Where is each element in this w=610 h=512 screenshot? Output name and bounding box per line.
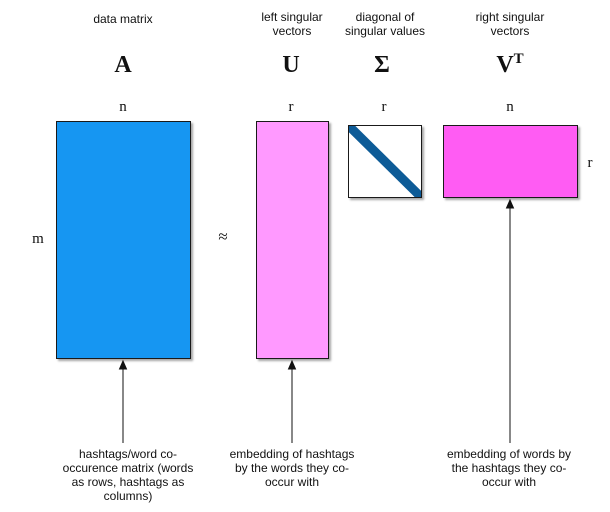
caption-A: hashtags/word co-occurence matrix (words… [62, 447, 194, 503]
symbol-V-transpose: VT [480, 52, 540, 79]
matrix-A [56, 121, 191, 359]
heading-data-matrix: data matrix [93, 12, 153, 26]
diagonal-line [349, 126, 421, 197]
symbol-U: U [282, 52, 300, 78]
symbol-V: V [496, 52, 514, 78]
matrix-sigma [348, 125, 422, 198]
dim-U-cols: r [288, 99, 294, 115]
arrow-A-head [118, 359, 128, 370]
matrix-U [256, 121, 329, 359]
diagonal-band [349, 126, 421, 197]
approx-symbol: ≈ [218, 227, 228, 246]
matrix-V-transpose [443, 125, 578, 198]
heading-left-singular-vectors: left singular vectors [261, 10, 323, 38]
caption-U: embedding of hashtags by the words they … [229, 447, 355, 489]
dim-V-cols: n [506, 99, 514, 115]
dim-S-cols: r [381, 99, 387, 115]
heading-right-singular-vectors: right singular vectors [475, 10, 545, 38]
caption-V: embedding of words by the hashtags they … [446, 447, 572, 489]
dim-V-rows: r [587, 155, 593, 171]
symbol-sigma: Σ [374, 52, 390, 78]
arrow-U-head [287, 359, 297, 370]
dim-A-cols: n [119, 99, 127, 115]
dim-A-rows: m [32, 231, 44, 247]
arrow-V-head [505, 198, 515, 209]
heading-diagonal-singular-values: diagonal of singular values [344, 10, 426, 38]
symbol-A: A [114, 52, 132, 78]
superscript-T: T [513, 51, 524, 67]
